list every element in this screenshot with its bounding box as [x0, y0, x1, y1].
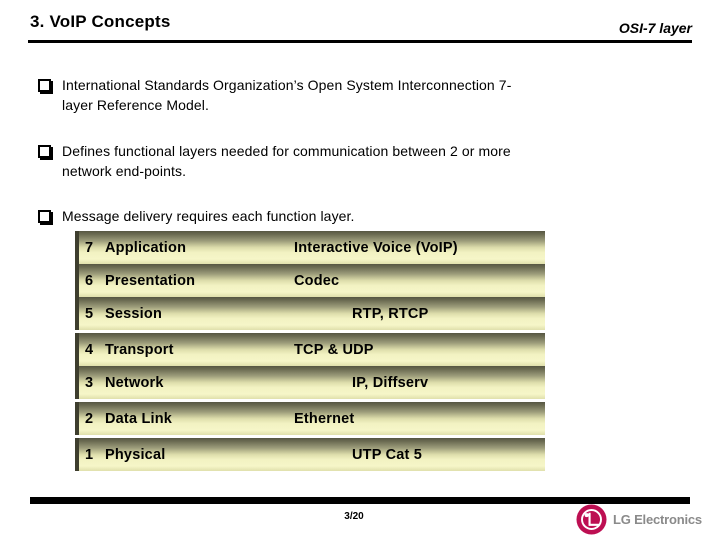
footer-divider: [30, 497, 690, 504]
layer-protocol: TCP & UDP: [294, 341, 374, 358]
ballot-square-icon: [38, 210, 51, 223]
table-row-presentation: 6 Presentation Codec: [75, 264, 545, 297]
lg-logo: LG Electronics: [576, 504, 702, 535]
bullet-item: Message delivery requires each function …: [38, 206, 678, 226]
page-number: 3/20: [344, 511, 364, 522]
layer-number: 2: [85, 410, 94, 427]
header-divider: [28, 40, 692, 43]
layer-group: 7 Application Interactive Voice (VoIP) 6…: [75, 231, 545, 330]
layer-group: 2 Data Link Ethernet: [75, 402, 545, 435]
bullet-line: network end-points.: [62, 163, 187, 179]
bullet-line: layer Reference Model.: [62, 97, 209, 113]
layer-name: Network: [105, 374, 164, 391]
bullet-item: International Standards Organization’s O…: [38, 75, 678, 115]
bullet-line: Message delivery requires each function …: [62, 208, 355, 224]
bullet-text: Message delivery requires each function …: [62, 206, 678, 226]
table-row-transport: 4 Transport TCP & UDP: [75, 333, 545, 366]
table-row-datalink: 2 Data Link Ethernet: [75, 402, 545, 435]
page-title: 3. VoIP Concepts: [30, 12, 171, 31]
table-row-session: 5 Session RTP, RTCP: [75, 297, 545, 330]
ballot-square-icon: [38, 145, 51, 158]
osi-layer-table: 7 Application Interactive Voice (VoIP) 6…: [75, 231, 545, 474]
table-row-physical: 1 Physical UTP Cat 5: [75, 438, 545, 471]
layer-group: 1 Physical UTP Cat 5: [75, 438, 545, 471]
table-row-application: 7 Application Interactive Voice (VoIP): [75, 231, 545, 264]
layer-number: 7: [85, 239, 94, 256]
ballot-square-icon: [38, 79, 51, 92]
layer-protocol: UTP Cat 5: [352, 446, 423, 463]
layer-name: Application: [105, 239, 187, 256]
table-row-network: 3 Network IP, Diffserv: [75, 366, 545, 399]
layer-number: 1: [85, 446, 94, 463]
layer-number: 6: [85, 272, 94, 289]
layer-group: 4 Transport TCP & UDP 3 Network IP, Diff…: [75, 333, 545, 399]
layer-protocol: IP, Diffserv: [352, 374, 429, 391]
layer-number: 3: [85, 374, 94, 391]
layer-number: 4: [85, 341, 94, 358]
layer-name: Session: [105, 305, 163, 322]
lg-logo-icon: [576, 504, 607, 535]
layer-protocol: Codec: [294, 272, 340, 289]
bullet-text: International Standards Organization’s O…: [62, 75, 678, 115]
layer-protocol: Interactive Voice (VoIP): [294, 239, 458, 256]
bullet-line: International Standards Organization’s O…: [62, 77, 512, 93]
layer-protocol: Ethernet: [294, 410, 355, 427]
brand-text: LG Electronics: [613, 512, 702, 527]
layer-name: Physical: [105, 446, 166, 463]
layer-number: 5: [85, 305, 94, 322]
bullet-text: Defines functional layers needed for com…: [62, 141, 678, 181]
layer-name: Data Link: [105, 410, 173, 427]
layer-protocol: RTP, RTCP: [352, 305, 429, 322]
layer-name: Transport: [105, 341, 174, 358]
layer-name: Presentation: [105, 272, 196, 289]
bullet-line: Defines functional layers needed for com…: [62, 143, 511, 159]
bullet-item: Defines functional layers needed for com…: [38, 141, 678, 181]
slide-subtitle: OSI-7 layer: [618, 20, 692, 36]
